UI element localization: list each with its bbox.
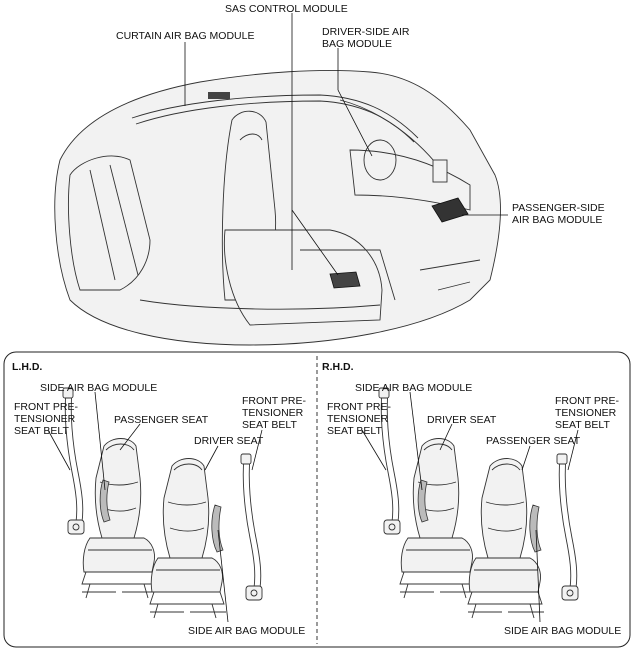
lhd-label-passenger-seat: PASSENGER SEAT bbox=[114, 414, 209, 426]
rhd-label-front-pretensioner-right-3: SEAT BELT bbox=[555, 419, 610, 431]
rhd-label-passenger-seat: PASSENGER SEAT bbox=[486, 435, 581, 447]
rhd-panel: R.H.D. SIDE AIR BAG MODULE FRONT PRE- TE… bbox=[322, 361, 621, 637]
label-sas-control-module: SAS CONTROL MODULE bbox=[225, 3, 348, 15]
label-driver-side-air-bag-module-1: DRIVER-SIDE AIR bbox=[322, 26, 410, 38]
rhd-label-front-pretensioner-right-1: FRONT PRE- bbox=[555, 395, 619, 407]
rhd-driver-seat-drawing bbox=[399, 438, 477, 599]
lhd-title: L.H.D. bbox=[12, 361, 42, 373]
lhd-label-front-pretensioner-right-1: FRONT PRE- bbox=[242, 395, 306, 407]
lhd-passenger-seat-drawing bbox=[81, 438, 159, 599]
lhd-label-front-pretensioner-left-2: TENSIONER bbox=[14, 413, 76, 425]
lhd-label-side-air-bag-module-top: SIDE AIR BAG MODULE bbox=[40, 382, 157, 394]
rhd-label-front-pretensioner-right-2: TENSIONER bbox=[555, 407, 617, 419]
rhd-title: R.H.D. bbox=[322, 361, 354, 373]
rhd-label-front-pretensioner-left-3: SEAT BELT bbox=[327, 425, 382, 437]
rhd-label-front-pretensioner-left-2: TENSIONER bbox=[327, 413, 389, 425]
rhd-label-front-pretensioner-left-1: FRONT PRE- bbox=[327, 401, 391, 413]
label-driver-side-air-bag-module-2: BAG MODULE bbox=[322, 38, 392, 50]
top-leader-lines bbox=[184, 13, 508, 276]
label-passenger-side-air-bag-module-1: PASSENGER-SIDE bbox=[512, 202, 605, 214]
seat-comparison-frame bbox=[3, 351, 631, 648]
label-curtain-air-bag-module: CURTAIN AIR BAG MODULE bbox=[116, 30, 254, 42]
rhd-label-side-air-bag-module-bottom: SIDE AIR BAG MODULE bbox=[504, 625, 621, 637]
lhd-label-front-pretensioner-right-2: TENSIONER bbox=[242, 407, 304, 419]
lhd-label-front-pretensioner-left-3: SEAT BELT bbox=[14, 425, 69, 437]
lhd-label-front-pretensioner-left-1: FRONT PRE- bbox=[14, 401, 78, 413]
lhd-panel: L.H.D. SIDE AIR BAG MODULE FRONT PRE- TE… bbox=[12, 361, 306, 637]
vehicle-interior-illustration bbox=[54, 70, 501, 346]
lhd-label-front-pretensioner-right-3: SEAT BELT bbox=[242, 419, 297, 431]
lhd-label-side-air-bag-module-bottom: SIDE AIR BAG MODULE bbox=[188, 625, 305, 637]
label-passenger-side-air-bag-module-2: AIR BAG MODULE bbox=[512, 214, 602, 226]
rhd-label-side-air-bag-module-top: SIDE AIR BAG MODULE bbox=[355, 382, 472, 394]
lhd-label-driver-seat: DRIVER SEAT bbox=[194, 435, 264, 447]
rhd-right-belt-drawing bbox=[556, 453, 579, 601]
rhd-label-driver-seat: DRIVER SEAT bbox=[427, 414, 497, 426]
lhd-right-belt-drawing bbox=[240, 453, 263, 601]
